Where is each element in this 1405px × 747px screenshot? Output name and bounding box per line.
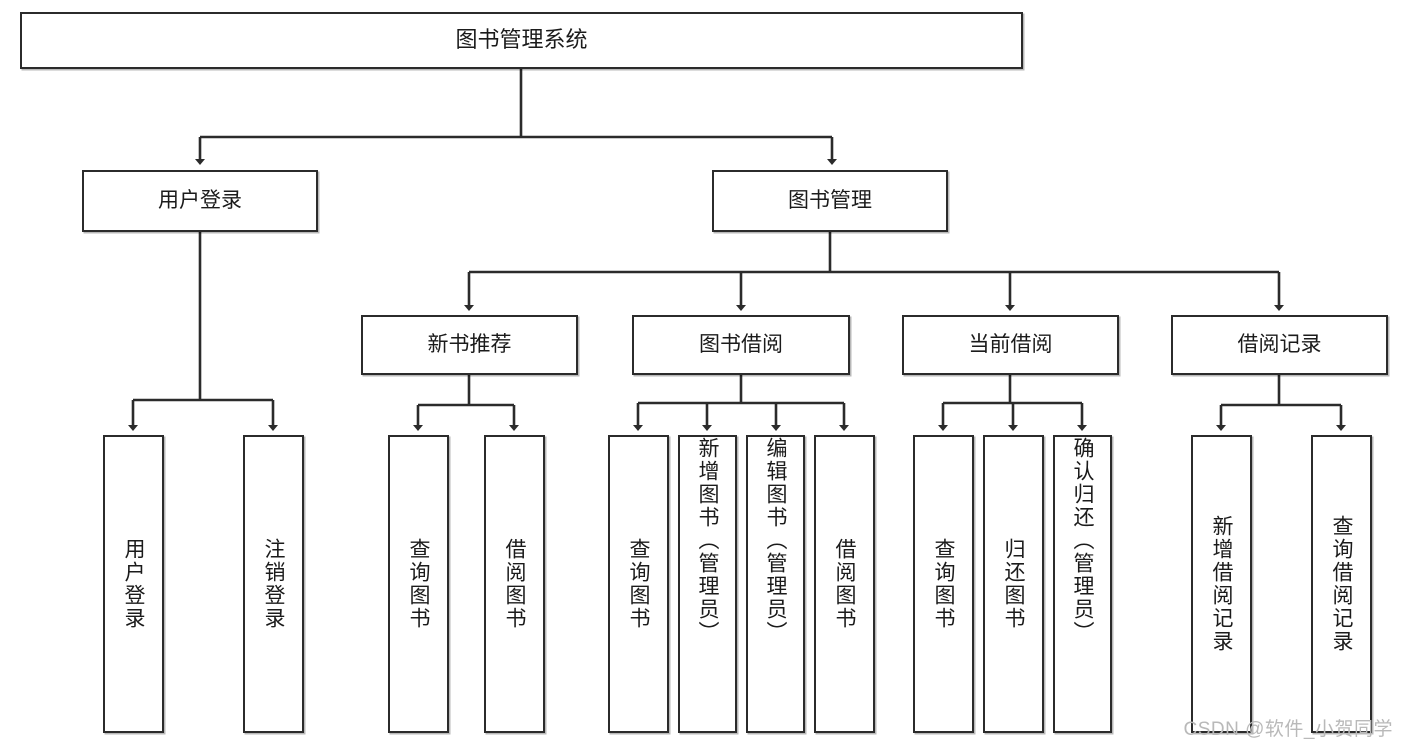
leaf-node[interactable]: 借阅图书 — [484, 435, 545, 733]
node-book-borrow-label: 图书借阅 — [699, 333, 783, 357]
leaf-node[interactable]: 查询图书 — [388, 435, 449, 733]
leaf-node-label: 归还图书 — [1002, 538, 1025, 630]
node-new-book-recommend-label: 新书推荐 — [427, 333, 512, 357]
leaf-node-label: 查询图书 — [407, 538, 430, 630]
node-current-borrow-label: 当前借阅 — [968, 333, 1053, 357]
csdn-watermark: CSDN @软件_小贺同学 — [1183, 719, 1393, 740]
node-current-borrow[interactable]: 当前借阅 — [902, 315, 1119, 375]
leaf-node[interactable]: 新增借阅记录 — [1191, 435, 1252, 733]
node-new-book-recommend[interactable]: 新书推荐 — [361, 315, 578, 375]
leaf-node[interactable]: 查询图书 — [608, 435, 669, 733]
leaf-node-label: 新增借阅记录 — [1210, 515, 1233, 653]
leaf-node-label: 借阅图书 — [503, 538, 526, 630]
leaf-node-label: 确认归还（管理员） — [1071, 437, 1094, 644]
node-book-management-label: 图书管理 — [788, 189, 872, 213]
node-borrow-record[interactable]: 借阅记录 — [1171, 315, 1388, 375]
leaf-node-label: 新增图书（管理员） — [696, 437, 719, 644]
leaf-node[interactable]: 新增图书（管理员） — [678, 435, 737, 733]
leaf-node-label: 注销登录 — [262, 538, 285, 630]
node-user-login-label: 用户登录 — [158, 189, 242, 213]
leaf-node-label: 查询图书 — [627, 538, 650, 630]
leaf-node[interactable]: 注销登录 — [243, 435, 304, 733]
leaf-node[interactable]: 确认归还（管理员） — [1053, 435, 1112, 733]
node-root-label: 图书管理系统 — [455, 27, 588, 53]
node-book-borrow[interactable]: 图书借阅 — [632, 315, 850, 375]
node-root-book-management-system[interactable]: 图书管理系统 — [20, 12, 1023, 69]
node-user-login[interactable]: 用户登录 — [82, 170, 318, 232]
node-book-management[interactable]: 图书管理 — [712, 170, 948, 232]
leaf-node-label: 查询借阅记录 — [1330, 515, 1353, 653]
leaf-node[interactable]: 用户登录 — [103, 435, 164, 733]
leaf-node[interactable]: 查询图书 — [913, 435, 974, 733]
leaf-node[interactable]: 查询借阅记录 — [1311, 435, 1372, 733]
leaf-node[interactable]: 借阅图书 — [814, 435, 875, 733]
leaf-node-label: 借阅图书 — [833, 538, 856, 630]
node-borrow-record-label: 借阅记录 — [1237, 333, 1322, 357]
leaf-node-label: 查询图书 — [932, 538, 955, 630]
leaf-node-label: 编辑图书（管理员） — [764, 437, 787, 644]
leaf-node[interactable]: 编辑图书（管理员） — [746, 435, 805, 733]
leaf-node[interactable]: 归还图书 — [983, 435, 1044, 733]
leaf-node-label: 用户登录 — [122, 538, 145, 630]
